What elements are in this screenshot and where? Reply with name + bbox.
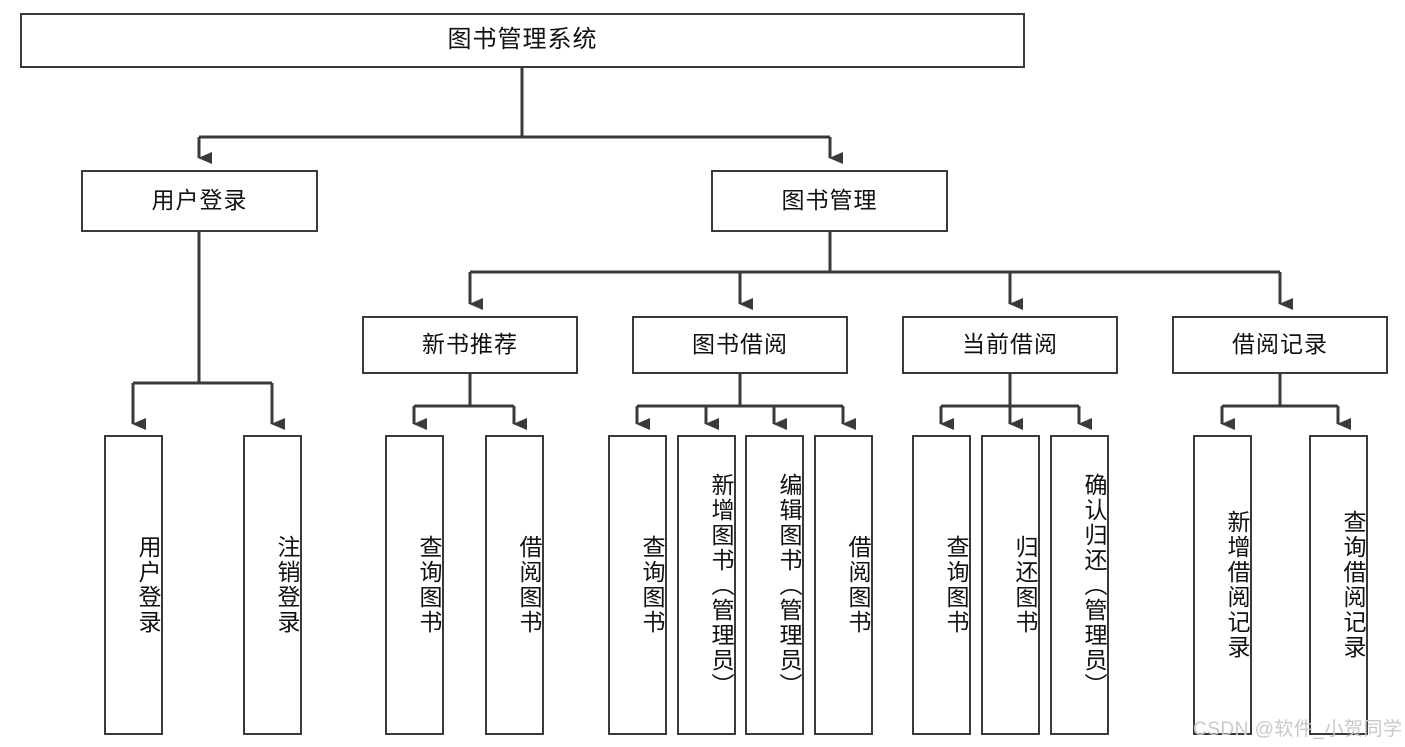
node-leaf-return-book[interactable]: 归还图书 [981,435,1040,735]
node-root-label: 图书管理系统 [447,26,598,54]
node-leaf-label: 归还图书 [1012,535,1038,635]
node-book-management[interactable]: 图书管理 [711,170,948,232]
node-leaf-add-borrow-record[interactable]: 新增借阅记录 [1193,435,1252,735]
node-leaf-label: 注销登录 [274,535,300,635]
node-leaf-label: 借阅图书 [845,535,871,635]
node-leaf-borrow-book-2[interactable]: 借阅图书 [814,435,873,735]
node-current-borrow[interactable]: 当前借阅 [902,316,1118,374]
node-leaf-label: 查询图书 [943,535,969,635]
node-book-borrow-label: 图书借阅 [692,331,788,358]
node-user-login-label: 用户登录 [151,187,248,214]
node-borrow-record-label: 借阅记录 [1232,331,1328,358]
node-leaf-label: 查询图书 [639,535,665,635]
node-leaf-label: 编辑图书（管理员） [776,472,802,698]
node-current-borrow-label: 当前借阅 [962,331,1058,358]
node-book-borrow[interactable]: 图书借阅 [632,316,848,374]
node-user-login[interactable]: 用户登录 [81,170,318,232]
node-leaf-logout[interactable]: 注销登录 [243,435,302,735]
node-new-book-recommend[interactable]: 新书推荐 [362,316,578,374]
node-leaf-query-book-3[interactable]: 查询图书 [912,435,971,735]
csdn-watermark: CSDN @软件_小贺同学 [1193,719,1403,740]
node-leaf-confirm-return-admin[interactable]: 确认归还（管理员） [1050,435,1109,735]
node-leaf-edit-book-admin[interactable]: 编辑图书（管理员） [745,435,804,735]
node-borrow-record[interactable]: 借阅记录 [1172,316,1388,374]
node-leaf-label: 新增借阅记录 [1224,510,1250,660]
node-leaf-borrow-book-1[interactable]: 借阅图书 [485,435,544,735]
node-leaf-label: 新增图书（管理员） [708,472,734,698]
node-leaf-user-login[interactable]: 用户登录 [104,435,163,735]
node-leaf-label: 查询借阅记录 [1340,510,1366,660]
node-leaf-query-book-2[interactable]: 查询图书 [608,435,667,735]
node-leaf-query-book-1[interactable]: 查询图书 [385,435,444,735]
node-leaf-query-borrow-record[interactable]: 查询借阅记录 [1309,435,1368,735]
node-leaf-label: 借阅图书 [516,535,542,635]
node-leaf-label: 用户登录 [135,535,161,635]
node-root-book-management-system[interactable]: 图书管理系统 [20,13,1025,68]
node-new-book-recommend-label: 新书推荐 [422,331,518,358]
node-leaf-label: 查询图书 [416,535,442,635]
node-book-management-label: 图书管理 [781,187,878,214]
node-leaf-add-book-admin[interactable]: 新增图书（管理员） [677,435,736,735]
node-leaf-label: 确认归还（管理员） [1081,472,1107,698]
